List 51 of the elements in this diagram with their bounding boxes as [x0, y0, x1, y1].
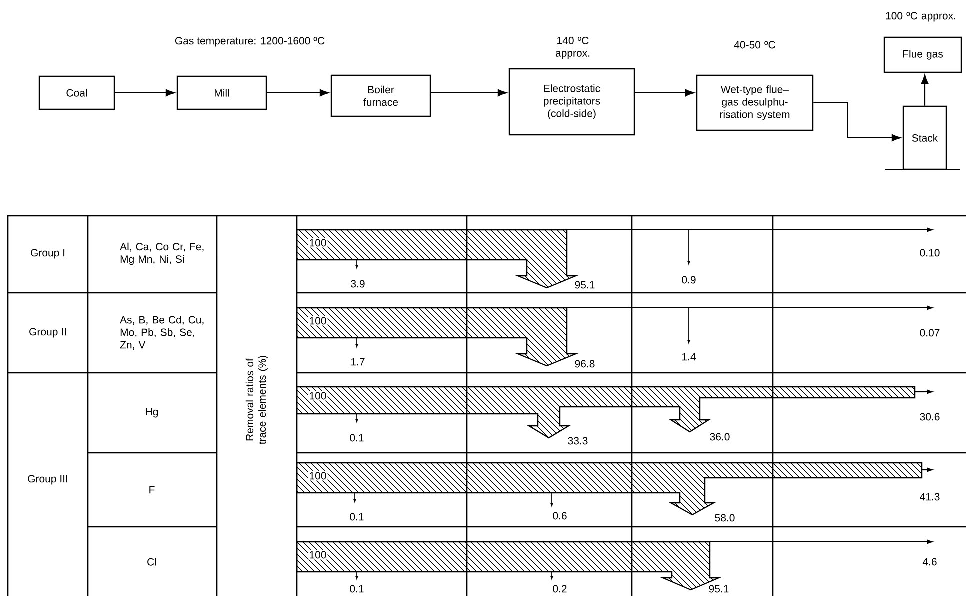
- value-label: 30.6: [920, 413, 940, 421]
- value-label: 0.1: [350, 585, 364, 593]
- process-box: Coal: [38, 76, 116, 110]
- value-label: 0.6: [553, 512, 567, 520]
- process-box: Mill: [176, 76, 268, 110]
- value-label: 100: [308, 316, 328, 326]
- value-label: 0.1: [350, 434, 364, 442]
- process-box: Electrostatic precipitators (cold-side): [508, 68, 636, 136]
- value-label: 33.3: [568, 437, 588, 445]
- process-box: Flue gas: [884, 36, 962, 74]
- temperature-label: 100 ºC approx.: [886, 12, 956, 22]
- value-label: 95.1: [709, 585, 729, 593]
- value-label: 41.3: [920, 493, 940, 501]
- value-label: 58.0: [715, 514, 735, 522]
- process-box: Wet-type flue– gas desulphu- risation system: [696, 74, 814, 132]
- value-label: 100: [308, 391, 328, 401]
- value-label: 1.7: [352, 358, 365, 366]
- arrow: [921, 74, 929, 106]
- arrow: [431, 89, 508, 97]
- process-box: Boiler furnace: [330, 74, 432, 118]
- temperature-label: Gas temperature: 1200-1600 ºC: [175, 37, 325, 47]
- process-box: Stack: [902, 106, 948, 170]
- value-label: 96.8: [575, 360, 595, 368]
- element-list: As, B, Be Cd, Cu, Mo, Pb, Sb, Se, Zn, V: [120, 316, 204, 350]
- value-label: 0.1: [350, 513, 364, 521]
- value-label: 100: [308, 471, 328, 481]
- value-label: 95.1: [575, 281, 595, 289]
- element-list: Al, Ca, Co Cr, Fe, Mg Mn, Ni, Si: [120, 242, 204, 266]
- value-label: 0.10: [920, 249, 940, 257]
- value-label: 36.0: [710, 433, 730, 441]
- arrow: [814, 102, 902, 142]
- temperature-label: 140 ºC approx.: [556, 37, 590, 59]
- value-label: 0.9: [682, 276, 696, 284]
- value-label: 3.9: [351, 280, 365, 288]
- element-label: Hg: [146, 408, 158, 418]
- group-label: Group II: [30, 328, 66, 338]
- group-label: Group III: [28, 475, 68, 485]
- axis-title: Removal ratios of trace elements (%): [246, 356, 268, 444]
- arrow: [635, 89, 695, 97]
- element-label: Cl: [148, 558, 156, 566]
- value-label: 100: [308, 550, 328, 560]
- value-label: 1.4: [682, 353, 696, 361]
- element-label: F: [150, 486, 155, 494]
- value-label: 0.07: [920, 329, 940, 337]
- group-label: Group I: [31, 249, 65, 259]
- arrow: [267, 89, 330, 97]
- value-label: 0.2: [553, 585, 567, 593]
- value-label: 4.6: [922, 558, 937, 566]
- temperature-label: 40-50 ºC: [734, 41, 776, 49]
- arrow: [115, 89, 176, 97]
- value-label: 100: [308, 238, 328, 248]
